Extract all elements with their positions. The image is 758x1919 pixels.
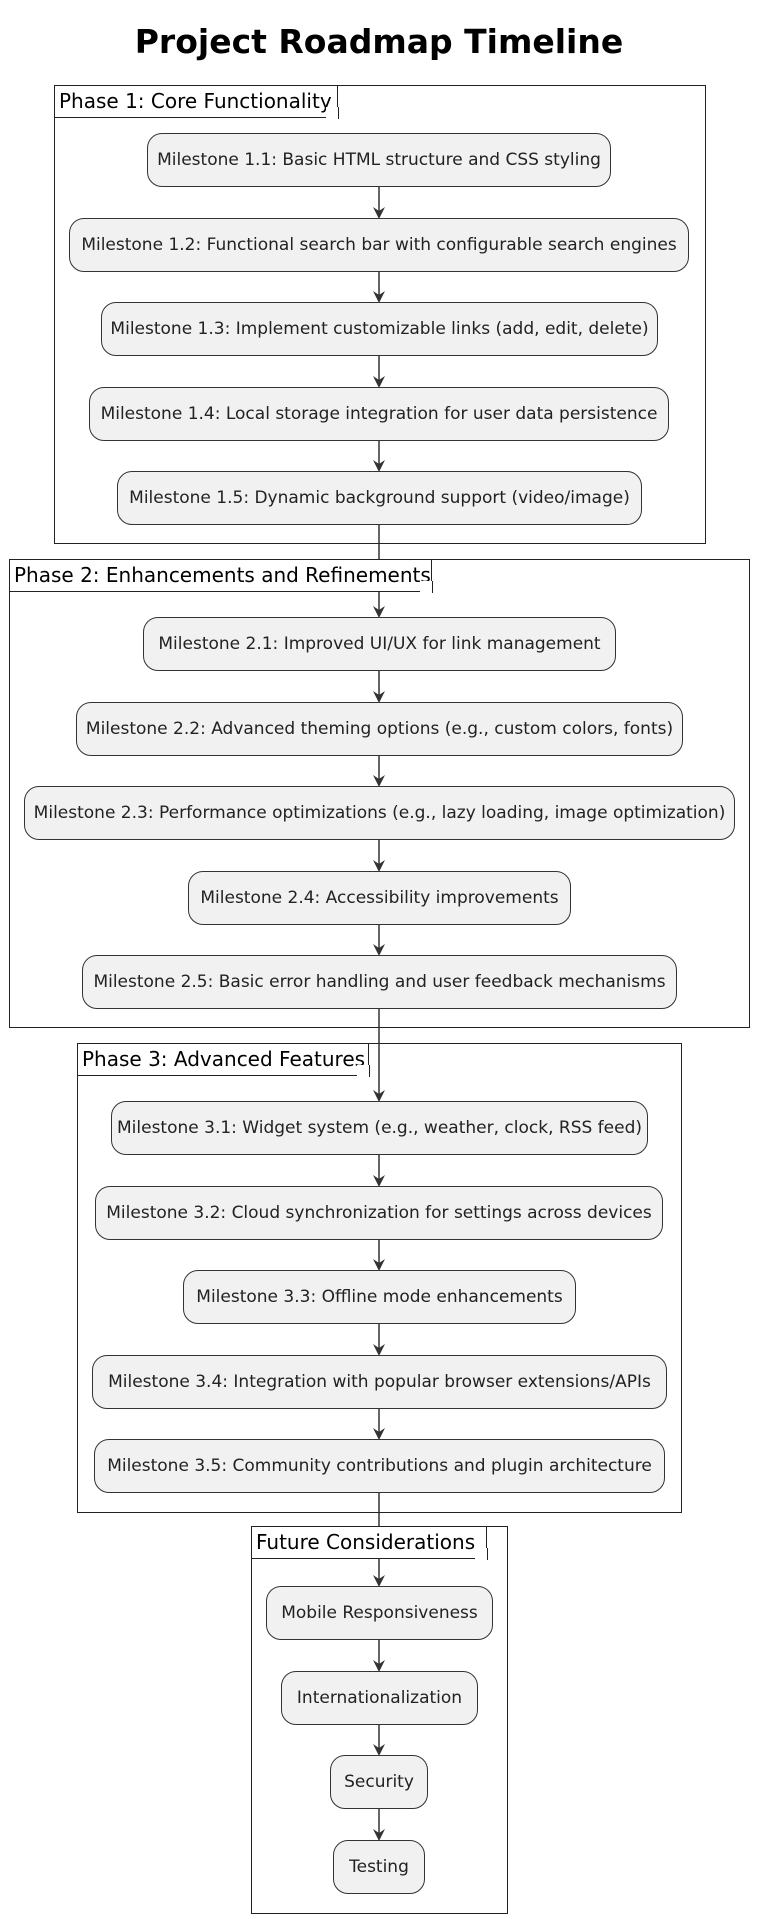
milestone-node: Mobile Responsiveness <box>266 1586 493 1640</box>
milestone-node: Milestone 1.4: Local storage integration… <box>89 387 669 441</box>
phase-frame-2: Phase 2: Enhancements and Refinements <box>9 559 750 1028</box>
milestone-node: Milestone 3.3: Offline mode enhancements <box>183 1270 576 1324</box>
milestone-node: Testing <box>333 1840 425 1894</box>
milestone-node: Milestone 1.2: Functional search bar wit… <box>69 218 689 272</box>
milestone-node: Milestone 2.3: Performance optimizations… <box>24 786 735 840</box>
milestone-node: Milestone 3.5: Community contributions a… <box>94 1439 665 1493</box>
phase-frame-4: Future Considerations <box>251 1526 508 1914</box>
milestone-node: Milestone 2.1: Improved UI/UX for link m… <box>143 617 616 671</box>
milestone-node: Milestone 2.5: Basic error handling and … <box>82 955 677 1009</box>
phase-label: Phase 3: Advanced Features <box>78 1044 369 1076</box>
phase-frame-1: Phase 1: Core Functionality <box>54 85 706 544</box>
milestone-node: Milestone 3.1: Widget system (e.g., weat… <box>111 1101 648 1155</box>
diagram-title: Project Roadmap Timeline <box>134 22 624 61</box>
milestone-node: Milestone 2.4: Accessibility improvement… <box>188 871 571 925</box>
phase-label: Phase 2: Enhancements and Refinements <box>10 560 432 592</box>
phase-frame-3: Phase 3: Advanced Features <box>77 1043 682 1513</box>
phase-label: Phase 1: Core Functionality <box>55 86 338 118</box>
phase-label: Future Considerations <box>252 1527 487 1559</box>
milestone-node: Security <box>330 1755 428 1809</box>
milestone-node: Milestone 3.2: Cloud synchronization for… <box>95 1186 663 1240</box>
milestone-node: Milestone 3.4: Integration with popular … <box>92 1355 667 1409</box>
milestone-node: Milestone 1.5: Dynamic background suppor… <box>117 471 642 525</box>
milestone-node: Internationalization <box>281 1671 478 1725</box>
milestone-node: Milestone 1.3: Implement customizable li… <box>101 302 658 356</box>
milestone-node: Milestone 2.2: Advanced theming options … <box>76 702 683 756</box>
milestone-node: Milestone 1.1: Basic HTML structure and … <box>147 133 611 187</box>
